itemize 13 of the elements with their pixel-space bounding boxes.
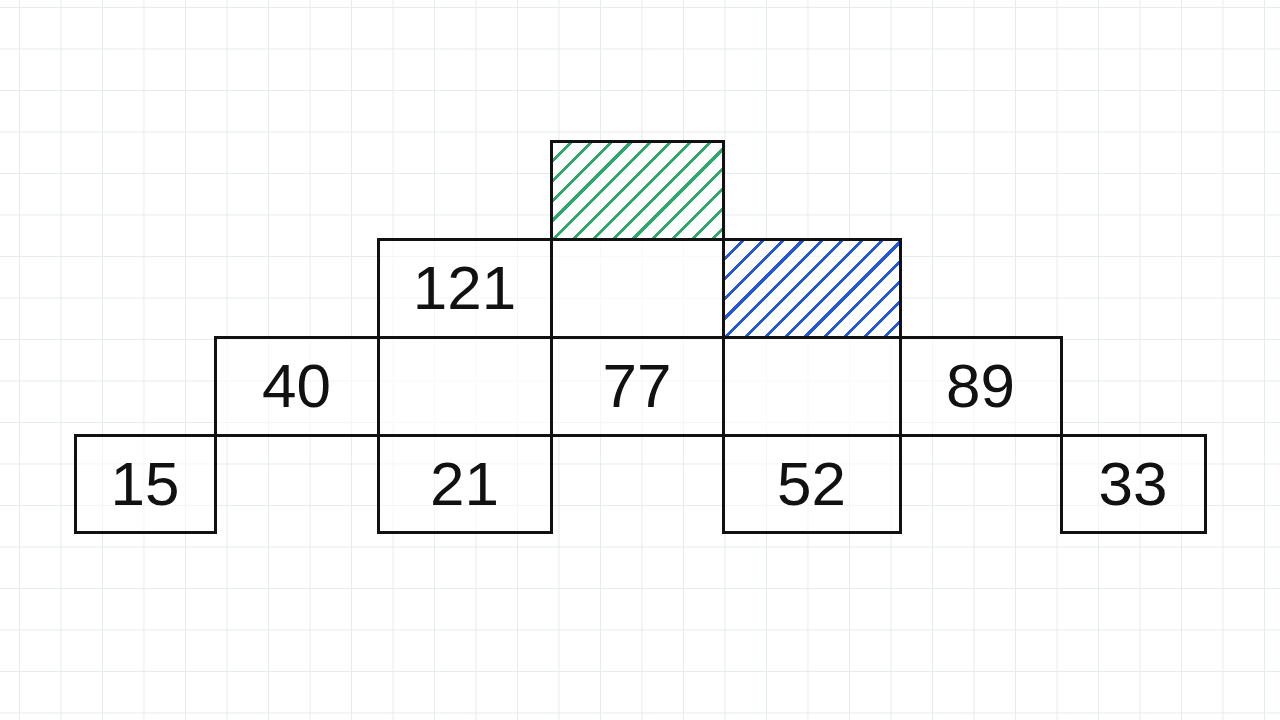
number-brick — [376, 237, 553, 339]
number-brick — [213, 335, 380, 437]
brick-number: 77 — [602, 355, 672, 417]
brick-number: 15 — [110, 452, 180, 515]
number-brick — [73, 433, 217, 534]
hatched-brick — [549, 139, 725, 241]
brick-number: 40 — [262, 355, 331, 417]
brick-number: 89 — [946, 355, 1015, 417]
number-brick — [1059, 433, 1207, 534]
brick-number: 52 — [777, 452, 846, 515]
brick-number: 33 — [1098, 452, 1168, 515]
brick-number: 121 — [412, 257, 517, 319]
brick-number: 21 — [430, 452, 499, 515]
